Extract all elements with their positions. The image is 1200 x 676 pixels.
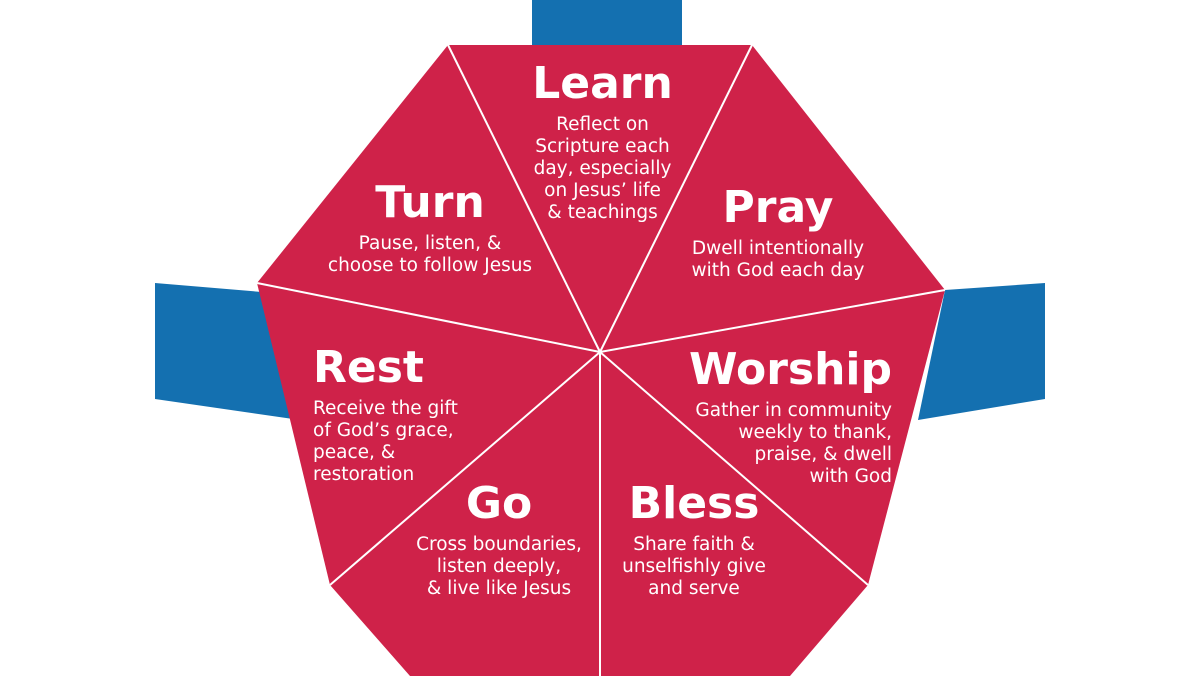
- segment-description: Pause, listen, & choose to follow Jesus: [327, 233, 533, 276]
- segment-pray: Pray Dwell intentionally with God each d…: [672, 186, 884, 282]
- segment-title: Bless: [628, 478, 760, 529]
- cross-arm-right: [918, 283, 1045, 420]
- segment-title: Pray: [722, 182, 834, 233]
- segment-title: Rest: [313, 342, 424, 393]
- segment-description: Share faith & unselfishly give and serve: [622, 534, 766, 599]
- segment-description: Receive the gift of God’s grace, peace, …: [313, 398, 458, 485]
- segment-title: Go: [465, 478, 533, 529]
- segment-description: Gather in community weekly to thank, pra…: [695, 400, 892, 487]
- segment-bless: Bless Share faith & unselfishly give and…: [610, 482, 778, 600]
- cross-arm-top: [532, 0, 682, 50]
- segment-title: Learn: [532, 58, 673, 109]
- segment-rest: Rest Receive the gift of God’s grace, pe…: [313, 346, 493, 486]
- segment-description: Dwell intentionally with God each day: [691, 238, 865, 281]
- segment-dividers: [256, 44, 946, 676]
- segment-go: Go Cross boundaries, listen deeply, & li…: [400, 482, 598, 600]
- segment-turn: Turn Pause, listen, & choose to follow J…: [312, 181, 548, 277]
- segment-learn: Learn Reflect on Scripture each day, esp…: [500, 62, 705, 224]
- segment-title: Turn: [375, 177, 485, 228]
- segment-worship: Worship Gather in community weekly to th…: [666, 348, 892, 488]
- segment-title: Worship: [689, 344, 892, 395]
- segment-description: Reflect on Scripture each day, especiall…: [533, 114, 672, 223]
- cross-arm-left: [155, 283, 300, 420]
- segment-description: Cross boundaries, listen deeply, & live …: [416, 534, 582, 599]
